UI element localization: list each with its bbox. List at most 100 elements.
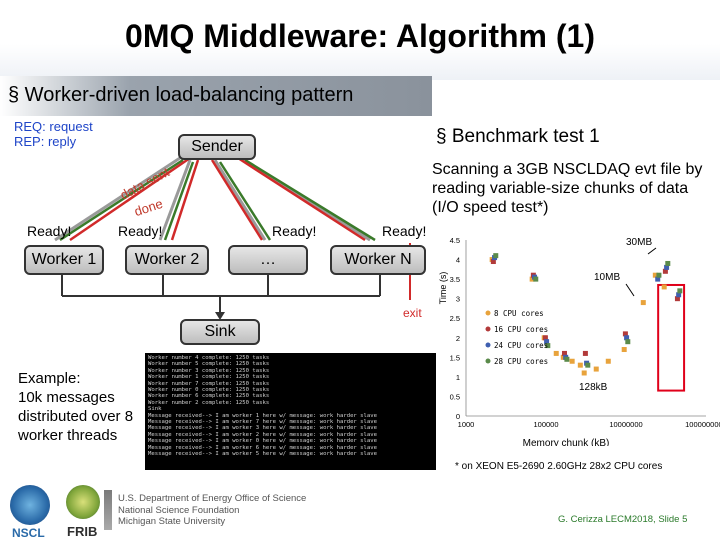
- nscl-logo: [10, 485, 50, 525]
- y-tick-label: 2: [456, 334, 460, 343]
- terminal-line: Sink: [148, 406, 162, 413]
- y-tick-label: 4: [456, 256, 460, 265]
- data-point: [581, 370, 587, 376]
- data-point: [621, 347, 627, 353]
- terminal-line: Message received--> I am worker 3 here w…: [148, 425, 378, 432]
- terminal-line: Worker number 1 complete: 1250 tasks: [148, 374, 270, 381]
- ready-label-3: Ready!: [272, 223, 317, 239]
- terminal-line: Message received--> I am worker 0 here w…: [148, 438, 378, 445]
- data-point: [569, 358, 575, 364]
- exit-label: exit: [403, 306, 422, 320]
- sink-box: Sink: [180, 319, 260, 345]
- data-point: [665, 260, 671, 266]
- example-text: Example: 10k messages distributed over 8…: [18, 370, 134, 444]
- data-point: [664, 264, 670, 270]
- data-point: [533, 276, 539, 282]
- y-tick-label: 1.5: [450, 353, 460, 362]
- data-point: [624, 335, 630, 341]
- data-point: [655, 276, 661, 282]
- annotation-128kb: 128kB: [579, 382, 608, 393]
- ready-label-1: Ready!: [27, 223, 72, 239]
- data-point: [625, 339, 631, 345]
- sponsor-msu: Michigan State University: [118, 516, 226, 527]
- y-tick-label: 1: [456, 373, 460, 382]
- data-point: [605, 358, 611, 364]
- data-point: [490, 259, 496, 265]
- y-tick-label: 3.5: [450, 275, 460, 284]
- data-point: [585, 362, 591, 368]
- legend-label: 24 CPU cores: [494, 341, 548, 350]
- x-tick-label: 1000: [458, 420, 475, 429]
- legend-label: 28 CPU cores: [494, 357, 548, 366]
- frib-logo-text: FRIB: [67, 524, 98, 539]
- highlight-box: [657, 283, 686, 392]
- terminal-line: Message received--> I am worker 2 here w…: [148, 431, 378, 438]
- data-point: [677, 288, 683, 294]
- sponsor-nsf: National Science Foundation: [118, 504, 240, 516]
- legend-marker: [485, 342, 491, 348]
- data-point: [652, 272, 658, 278]
- x-tick-label: 100000: [533, 420, 558, 429]
- terminal-line: Message received--> I am worker 5 here w…: [148, 451, 378, 458]
- x-tick-label: 10000000: [609, 420, 642, 429]
- terminal-line: Message received--> I am worker 7 here w…: [148, 419, 378, 426]
- y-tick-label: 4.5: [450, 236, 460, 245]
- data-point: [656, 272, 662, 278]
- data-point: [493, 253, 499, 259]
- terminal-line: Worker number 5 complete: 1250 tasks: [148, 361, 270, 368]
- benchmark-chart: 0 0.5 1 1.5 2 2.5 3 3.5 4 4.5 1000 100000 10000000 10…: [438, 236, 720, 446]
- nscl-logo-text: NSCL: [12, 526, 45, 540]
- terminal-line: Worker number 0 complete: 1250 tasks: [148, 387, 270, 394]
- data-point: [542, 335, 548, 341]
- data-point: [622, 331, 628, 337]
- bullet-banner: [0, 76, 432, 116]
- req-label: REQ: request: [14, 119, 93, 134]
- data-point: [577, 362, 583, 368]
- annotation-30mb: 30MB: [626, 237, 652, 248]
- legend-label: 8 CPU cores: [494, 309, 544, 318]
- rep-label: REP: reply: [14, 134, 77, 149]
- slide-title: 0MQ Middleware: Algorithm (1): [125, 18, 595, 54]
- terminal-line: Worker number 7 complete: 1250 tasks: [148, 380, 270, 387]
- data-point: [561, 350, 567, 356]
- sender-box: Sender: [178, 134, 256, 160]
- data-point: [676, 292, 682, 298]
- legend-marker: [485, 326, 491, 332]
- legend-marker: [485, 310, 491, 316]
- sponsor-doe: U.S. Department of Energy Office of Scie…: [118, 493, 307, 504]
- terminal-line: Message received--> I am worker 6 here w…: [148, 444, 378, 451]
- terminal-line: Message received--> I am worker 1 here w…: [148, 412, 378, 419]
- data-point: [593, 366, 599, 372]
- terminal-line: Worker number 6 complete: 1250 tasks: [148, 393, 270, 400]
- terminal-line: Worker number 4 complete: 1250 tasks: [148, 355, 270, 361]
- frib-logo: [66, 485, 100, 519]
- footnote: * on XEON E5-2690 2.60GHz 28x2 CPU cores: [455, 461, 663, 472]
- x-tick-label: 1000000000: [685, 420, 720, 429]
- data-point: [674, 296, 680, 302]
- data-point: [564, 356, 570, 362]
- y-tick-label: 2.5: [450, 314, 460, 323]
- bullet-text: § Worker-driven load-balancing pattern: [8, 84, 354, 106]
- ready-label-4: Ready!: [382, 223, 427, 239]
- y-tick-label: 0.5: [450, 392, 460, 401]
- benchmark-heading: § Benchmark test 1: [436, 126, 600, 147]
- sponsors-text: U.S. Department of Energy Office of Scie…: [118, 493, 306, 528]
- worker-ellipsis-box: …: [228, 245, 308, 275]
- annotation-arrow: [647, 247, 657, 255]
- terminal-line: Worker number 3 complete: 1250 tasks: [148, 367, 270, 374]
- data-point: [582, 350, 588, 356]
- data-point: [545, 343, 551, 349]
- terminal-line: Worker number 2 complete: 1250 tasks: [148, 399, 270, 406]
- y-tick-label: 0: [456, 412, 460, 421]
- ready-label-2: Ready!: [118, 223, 163, 239]
- y-tick-label: 3: [456, 295, 460, 304]
- worker-2-box: Worker 2: [125, 245, 209, 275]
- x-axis-title: Memory chunk (kB): [523, 438, 610, 446]
- annotation-10mb: 10MB: [594, 272, 620, 283]
- worker-1-box: Worker 1: [24, 245, 104, 275]
- slide-footer: G. Cerizza LECM2018, Slide 5: [558, 514, 688, 525]
- data-point: [661, 284, 667, 290]
- title-bar: [0, 0, 720, 80]
- data-point: [640, 300, 646, 306]
